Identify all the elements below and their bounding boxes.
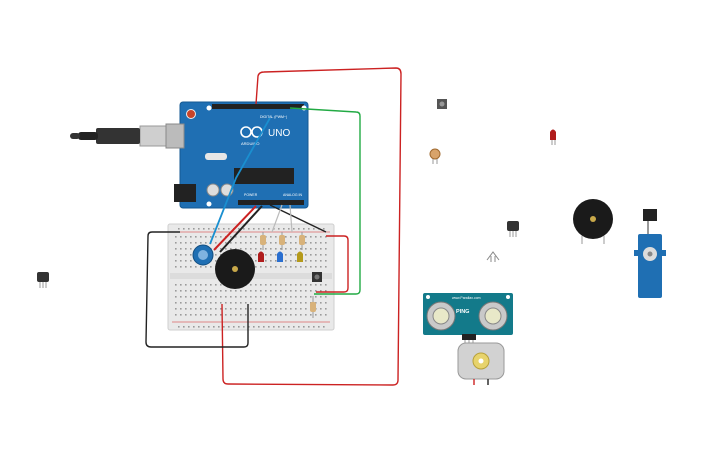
resistor-4[interactable] xyxy=(310,296,316,318)
mount-hole xyxy=(301,105,307,111)
digital-header[interactable] xyxy=(212,104,304,109)
led-yellow[interactable] xyxy=(297,251,303,263)
pushbutton-loose[interactable] xyxy=(437,99,447,109)
wire-blue[interactable] xyxy=(209,117,271,245)
led-red[interactable] xyxy=(258,251,264,263)
dc-motor[interactable] xyxy=(457,342,505,385)
arduino-uno[interactable]: UNO ARDUINO DIGITAL (PWM~) ANALOG IN POW… xyxy=(70,101,309,209)
usb-cable[interactable] xyxy=(70,123,185,149)
piezo-buzzer-breadboard[interactable] xyxy=(215,249,255,289)
mount-hole xyxy=(206,201,212,207)
piezo-buzzer-loose[interactable] xyxy=(573,199,613,244)
wire-green[interactable] xyxy=(289,107,361,295)
photoresistor[interactable] xyxy=(429,148,441,164)
servo-motor[interactable] xyxy=(634,209,666,298)
wire-red-pot[interactable] xyxy=(213,205,257,251)
wire-grey-1[interactable] xyxy=(271,204,283,233)
wire-black-left[interactable] xyxy=(145,231,249,348)
analog-header[interactable] xyxy=(238,200,304,205)
arduino-brand: ARDUINO xyxy=(241,141,259,146)
power-label: POWER xyxy=(244,193,258,197)
pushbutton-breadboard[interactable] xyxy=(312,272,322,282)
digital-label: DIGITAL (PWM~) xyxy=(260,115,287,119)
wire-grey-2[interactable] xyxy=(289,204,293,233)
mount-hole xyxy=(206,105,212,111)
uno-label: UNO xyxy=(268,128,290,139)
resistor-2[interactable] xyxy=(279,232,285,250)
wire-red-loop[interactable] xyxy=(221,67,402,386)
capacitor-1 xyxy=(206,183,220,197)
crystal xyxy=(205,153,227,160)
led-blue[interactable] xyxy=(277,251,283,263)
analog-label: ANALOG IN xyxy=(283,193,303,197)
reset-button[interactable] xyxy=(186,109,196,119)
wire-black-top[interactable] xyxy=(269,204,327,233)
wires[interactable] xyxy=(145,67,402,386)
temperature-sensor-left[interactable] xyxy=(37,272,49,288)
ultrasonic-brand: www.Parallax.com xyxy=(452,296,481,300)
wire-red-rail[interactable] xyxy=(316,235,349,293)
wire-black-pot[interactable] xyxy=(219,205,263,253)
ir-receiver[interactable] xyxy=(486,251,500,262)
temperature-sensor-right[interactable] xyxy=(507,221,519,237)
led-red-loose[interactable] xyxy=(550,129,556,146)
power-jack xyxy=(174,184,196,202)
resistor-3[interactable] xyxy=(299,232,305,250)
atmega-chip xyxy=(234,168,294,184)
ultrasonic-sensor[interactable]: PING www.Parallax.com xyxy=(423,293,513,346)
ultrasonic-model: PING xyxy=(456,309,469,315)
potentiometer[interactable] xyxy=(192,244,214,266)
resistor-1[interactable] xyxy=(260,232,266,250)
